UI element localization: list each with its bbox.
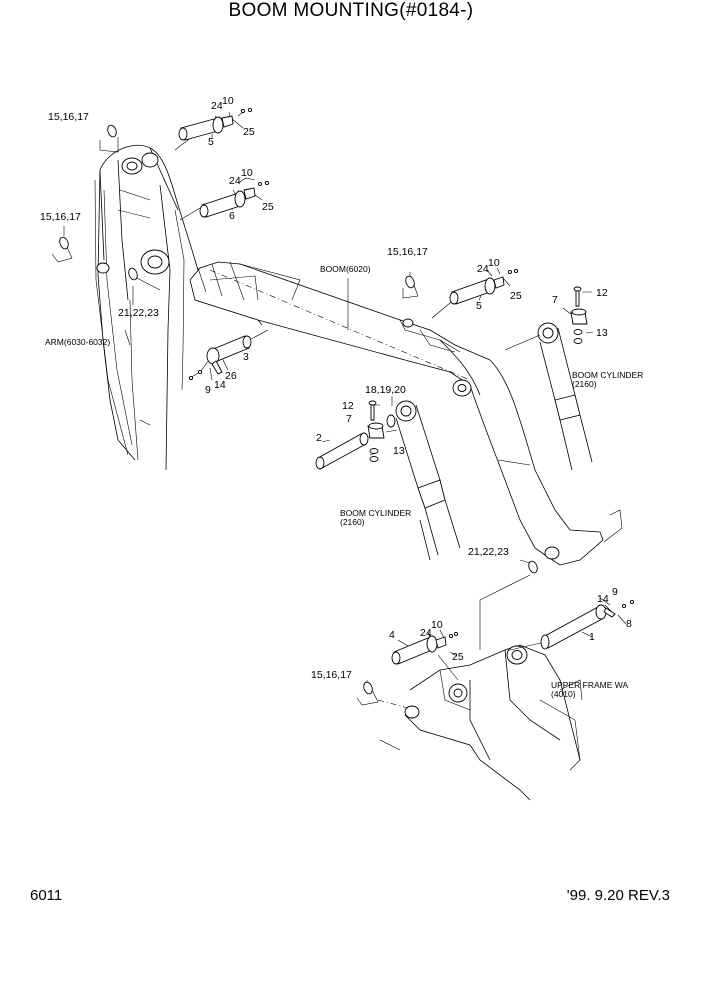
revision-date: '99. 9.20 REV.3 (566, 887, 670, 904)
pin-4[interactable] (391, 631, 459, 665)
leader-lines (51, 111, 627, 709)
callout-14-low: 14 (597, 593, 609, 605)
o-rings (59, 124, 538, 695)
callout-9-low: 9 (612, 586, 618, 598)
pin-top[interactable] (178, 107, 253, 141)
callout-14-mid: 14 (214, 379, 226, 391)
boom-cylinder-right-drawing (504, 322, 593, 471)
boom-cylinder-right-number: (2160) (572, 379, 597, 389)
pin-3[interactable] (188, 335, 252, 381)
callout-12-center: 12 (342, 400, 354, 412)
callout-5-boom: 5 (476, 300, 482, 312)
callout-25-boom: 25 (510, 290, 522, 302)
callout-oring-boom: 15,16,17 (387, 246, 428, 258)
callout-181920: 18,19,20 (365, 384, 406, 396)
callout-10-boom: 10 (488, 257, 500, 269)
upper-frame-number: (4010) (551, 689, 576, 699)
pin-boom[interactable] (449, 268, 519, 305)
callout-7-center: 7 (346, 413, 352, 425)
boom-cylinder-right-label: BOOM CYLINDER (572, 370, 643, 380)
callout-2122-low: 21,22,23 (468, 546, 509, 558)
callout-oring-low: 15,16,17 (311, 669, 352, 681)
callout-24-top: 24 (211, 100, 223, 112)
callout-oring-left: 15,16,17 (40, 211, 81, 223)
callout-8: 8 (626, 618, 632, 630)
callout-24-boom: 24 (477, 263, 489, 275)
callout-25-low: 25 (452, 651, 464, 663)
pin-second[interactable] (199, 180, 270, 218)
callout-26: 26 (225, 370, 237, 382)
callout-9-mid: 9 (205, 384, 211, 396)
callout-25-second: 25 (262, 201, 274, 213)
page-title: BOOM MOUNTING(#0184-) (228, 0, 474, 21)
callout-10-top: 10 (222, 95, 234, 107)
arm-outline (94, 144, 199, 471)
upper-frame-drawing (379, 644, 583, 801)
callout-2122-left: 21,22,23 (118, 307, 159, 319)
boom-outline (189, 261, 623, 566)
callout-10-low: 10 (431, 619, 443, 631)
callout-3: 3 (243, 351, 249, 363)
callout-24-second: 24 (229, 175, 241, 187)
boom-label: BOOM(6020) (320, 264, 371, 274)
page-number: 6011 (30, 887, 63, 904)
callout-13-right: 13 (596, 327, 608, 339)
arm-label: ARM(6030-6032) (45, 337, 110, 347)
callout-24-low: 24 (420, 627, 432, 639)
boom-cylinder-center-label: BOOM CYLINDER (340, 508, 411, 518)
callout-oring-top: 15,16,17 (48, 111, 89, 123)
callout-2: 2 (316, 432, 322, 444)
callout-4: 4 (389, 629, 395, 641)
callout-1: 1 (589, 631, 595, 643)
callout-10-second: 10 (241, 167, 253, 179)
boom-cylinder-center-drawing (395, 400, 461, 561)
bolt-center[interactable] (367, 400, 396, 462)
pin-1[interactable] (540, 599, 635, 650)
callout-12-right: 12 (596, 287, 608, 299)
callout-5-top: 5 (208, 136, 214, 148)
callout-13-center: 13 (393, 445, 405, 457)
boom-cylinder-center-number: (2160) (340, 517, 365, 527)
callout-25-top: 25 (243, 126, 255, 138)
callout-7-right: 7 (552, 294, 558, 306)
upper-frame-label: UPPER FRAME WA (551, 680, 628, 690)
bolt-right[interactable] (570, 286, 588, 344)
callout-labels: 15,16,17 10 24 25 5 15,16,17 10 24 25 6 … (40, 95, 643, 699)
pin-2[interactable] (315, 432, 369, 470)
callout-6: 6 (229, 210, 235, 222)
